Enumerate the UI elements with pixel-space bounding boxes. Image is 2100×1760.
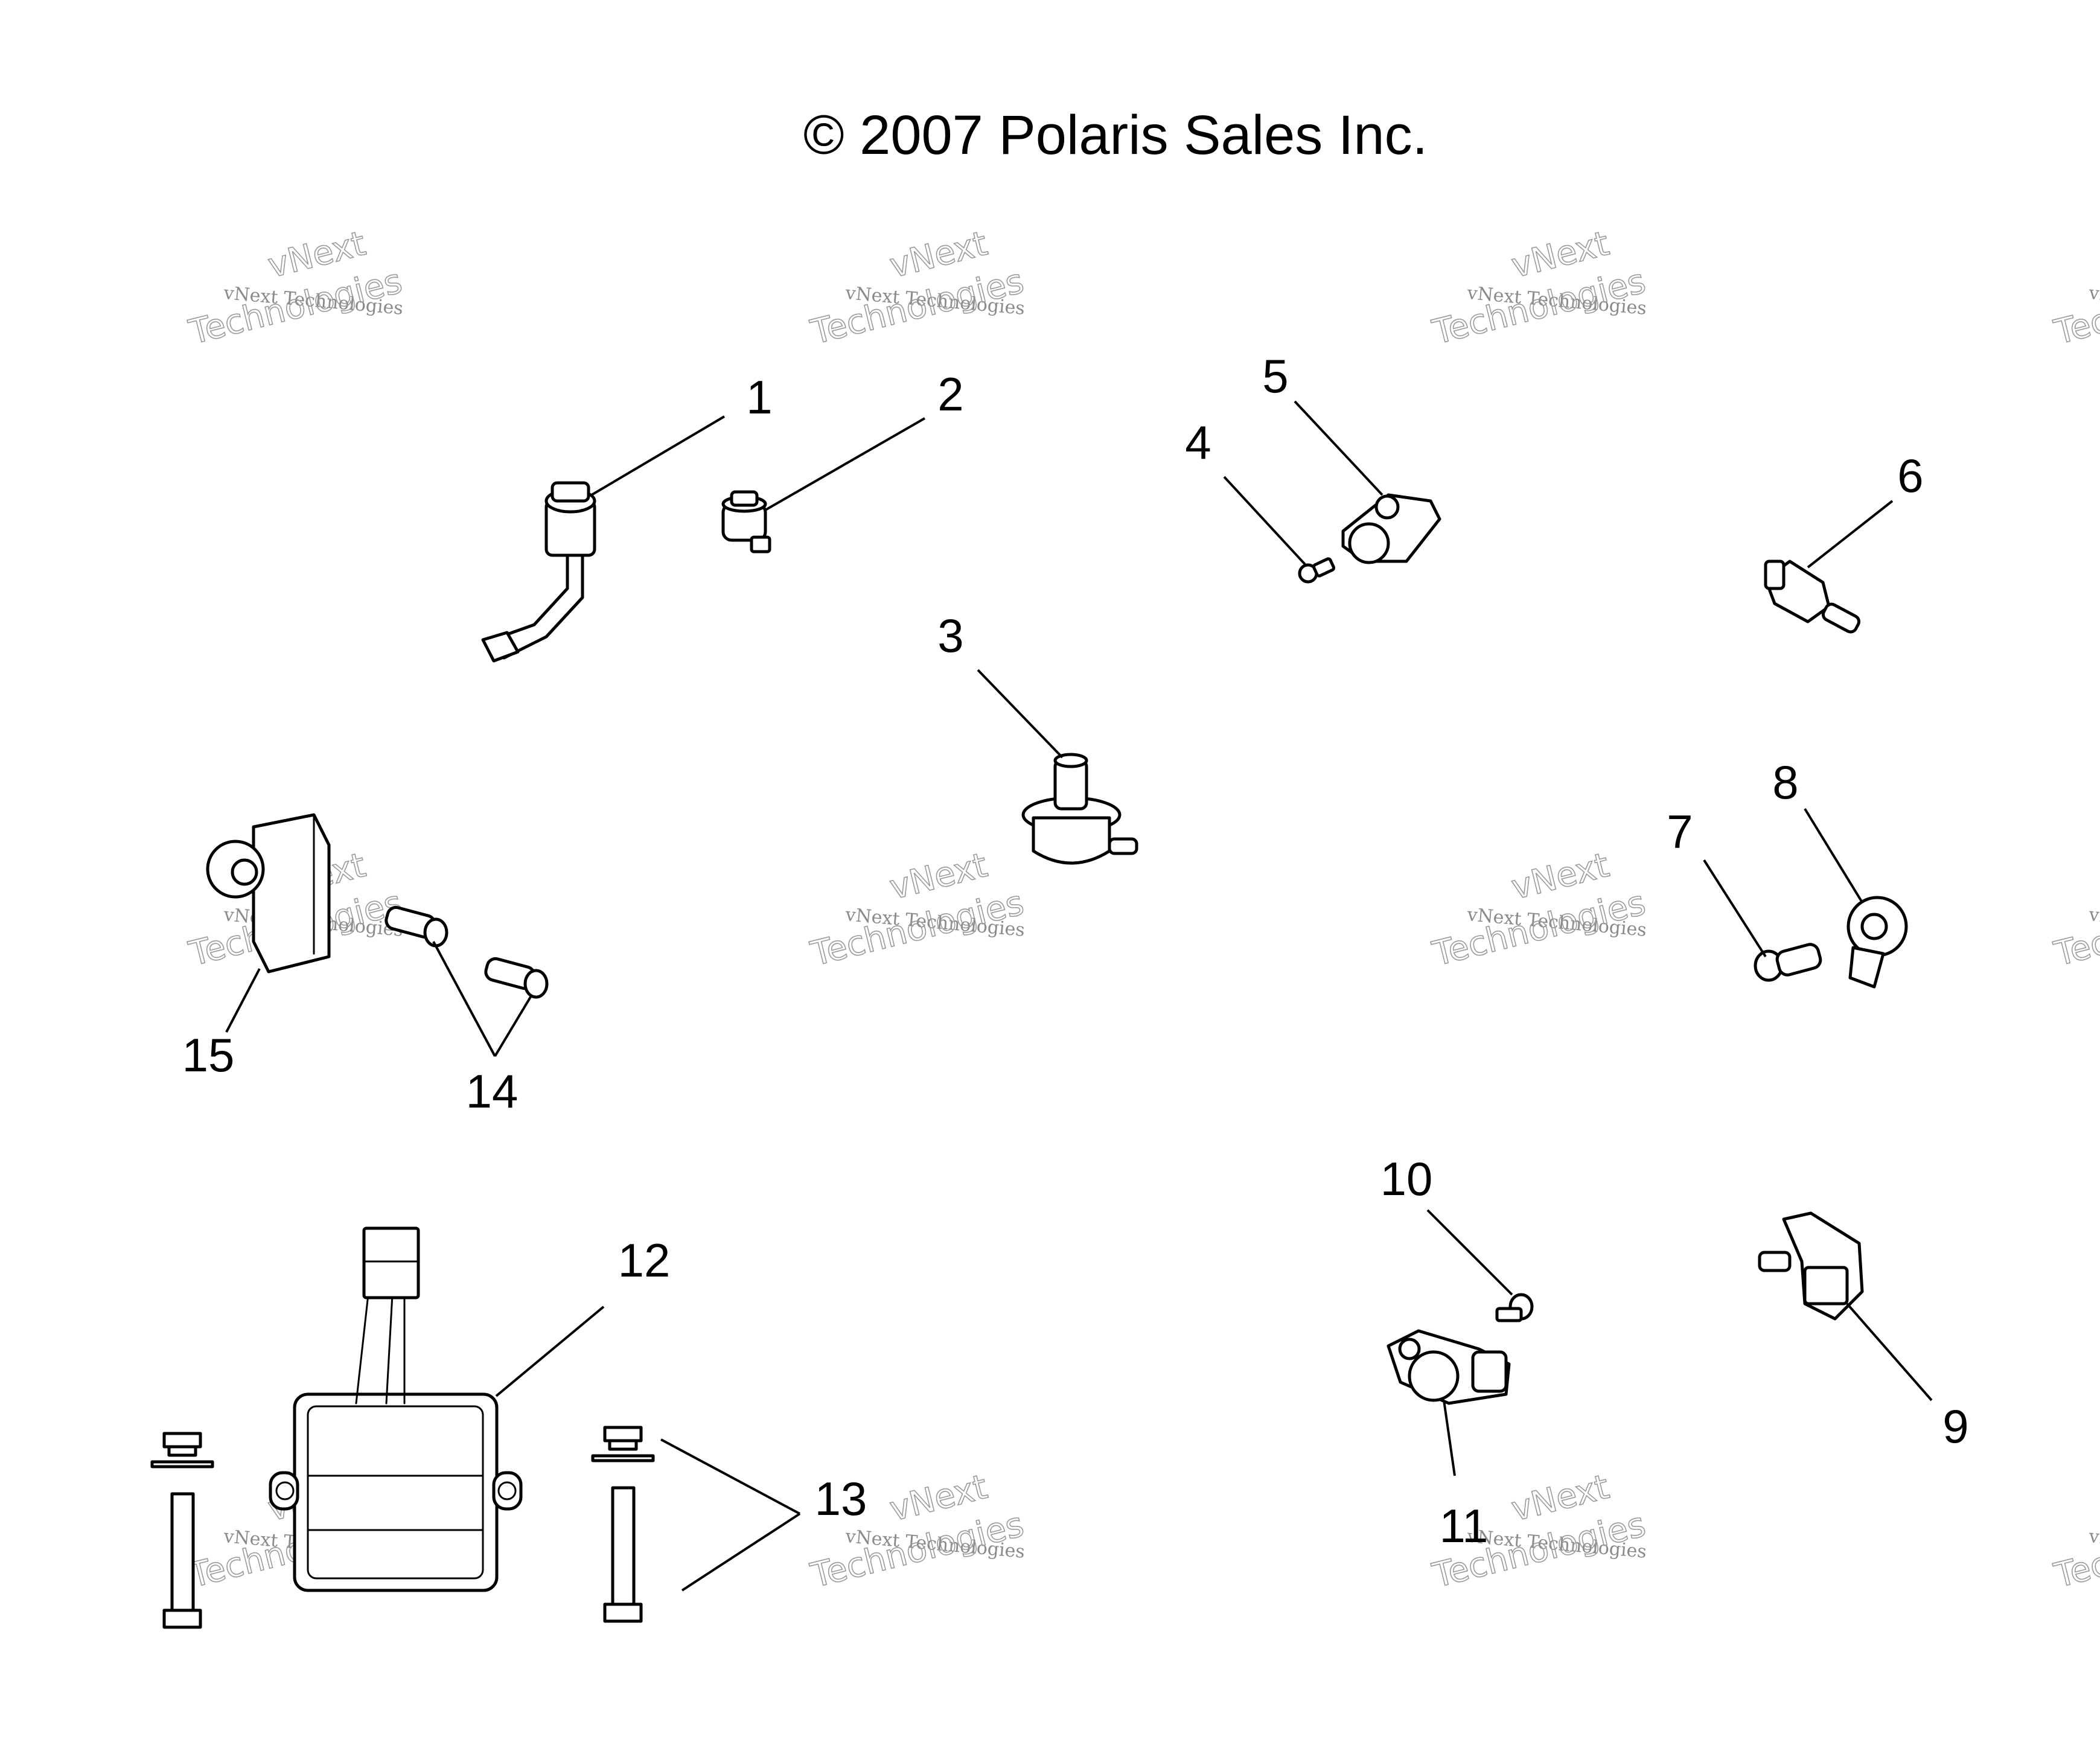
part-9-map-sensor (1758, 1211, 1864, 1321)
leader-line-14b (494, 995, 532, 1057)
watermark-large-bottom: Technologies (2051, 1505, 2100, 1595)
leader-line-12 (495, 1306, 605, 1397)
part-1-switch-with-cable (481, 481, 596, 663)
leader-line-6 (1807, 500, 1894, 569)
callout-11: 11 (1440, 1499, 1489, 1552)
leader-line-4 (1223, 476, 1306, 566)
callout-1: 1 (746, 371, 772, 424)
leader-line-11 (1443, 1400, 1456, 1476)
part-2-sensor (721, 490, 771, 553)
part-14-bolt-lower (484, 957, 549, 999)
leader-line-1 (590, 415, 726, 496)
part-8-knock-sensor (1846, 896, 1908, 989)
leader-line-3 (977, 669, 1064, 759)
leader-line-8 (1804, 808, 1863, 904)
part-11-cam-sensor (1387, 1329, 1511, 1405)
callout-4: 4 (1185, 416, 1211, 469)
part-12-control-module (269, 1226, 523, 1592)
callout-8: 8 (1772, 756, 1798, 809)
part-10-screw (1495, 1293, 1534, 1322)
callout-7: 7 (1667, 805, 1693, 858)
callout-6: 6 (1897, 449, 1923, 502)
callout-2: 2 (937, 368, 963, 421)
leader-line-5 (1294, 400, 1384, 496)
callout-14: 14 (466, 1065, 519, 1118)
callout-13: 13 (815, 1472, 867, 1525)
leader-line-7 (1703, 859, 1767, 958)
callout-15: 15 (182, 1028, 235, 1082)
callout-3: 3 (937, 609, 963, 662)
part-13-mounting-bolt-right (591, 1426, 655, 1623)
part-7-bolt (1754, 943, 1822, 982)
watermark-large-bottom: Technologies (2051, 261, 2100, 352)
copyright-title: © 2007 Polaris Sales Inc. (803, 104, 1428, 166)
leader-line-2 (765, 417, 925, 511)
callout-labels: 1 2 3 4 5 6 7 8 9 10 11 12 13 14 15 (182, 349, 1969, 1552)
callout-5: 5 (1262, 349, 1288, 403)
part-3-pressure-regulator (1021, 753, 1138, 865)
leader-line-13a (660, 1438, 800, 1515)
leader-line-13b (681, 1513, 801, 1592)
part-4-screw (1298, 557, 1336, 584)
leader-line-15 (225, 968, 261, 1033)
part-15-throttle-sensor (206, 813, 331, 974)
leader-line-14a (432, 941, 496, 1057)
leader-line-9 (1846, 1302, 1933, 1401)
part-6-temperature-sensor (1764, 560, 1861, 634)
callout-9: 9 (1942, 1400, 1968, 1453)
callout-10: 10 (1380, 1152, 1433, 1205)
watermark-large-bottom: Technologies (2051, 883, 2100, 974)
part-5-position-sensor (1341, 493, 1441, 564)
callout-12: 12 (618, 1234, 671, 1287)
part-13-mounting-bolt-left (150, 1432, 214, 1629)
leader-line-10 (1426, 1209, 1513, 1296)
